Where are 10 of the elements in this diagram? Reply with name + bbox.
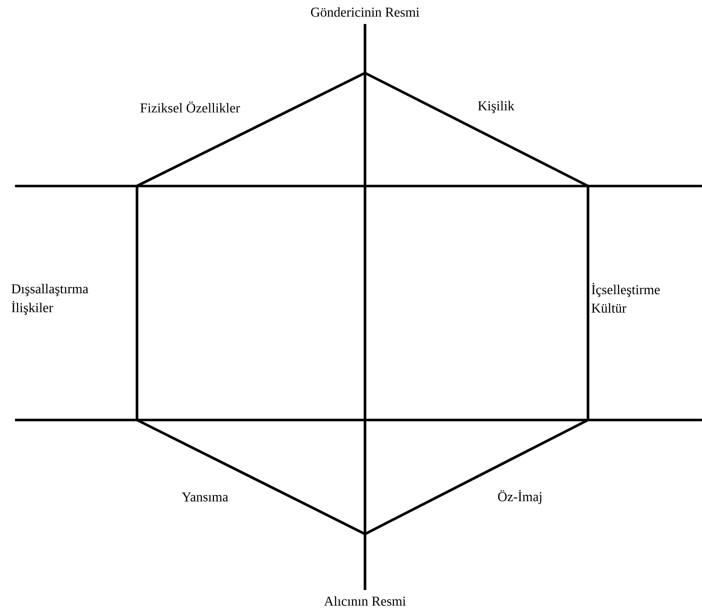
label: Göndericinin Resmi [311, 7, 420, 17]
label: Öz-İmaj [498, 490, 542, 504]
label: Yansıma [182, 492, 228, 502]
label: Dışsallaştırma [12, 284, 88, 296]
label: Kişilik [478, 100, 514, 114]
label: Fiziksel Özellikler [140, 101, 240, 113]
label: İçselleştirme [592, 282, 660, 297]
label: Alıcının Resmi [324, 596, 406, 606]
label: İlişkiler [12, 300, 54, 315]
label: Kültür [592, 303, 626, 313]
